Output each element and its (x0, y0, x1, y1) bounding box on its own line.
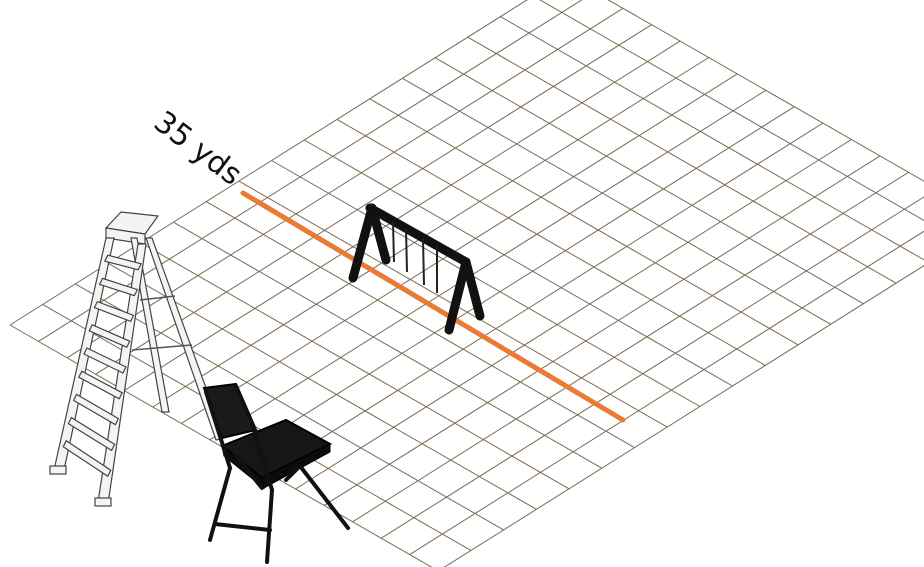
grid-line (501, 17, 924, 263)
grid-line (67, 8, 623, 358)
grid-line (181, 74, 737, 424)
grid-line (566, 0, 924, 222)
folding-chair (204, 384, 348, 562)
grid-line (533, 0, 924, 242)
measurement-line (243, 193, 623, 420)
grid-line (324, 156, 880, 506)
grid-line (210, 90, 766, 440)
grid-line (267, 123, 823, 473)
measurement-label: 35 yds (147, 104, 248, 192)
grid-line (353, 172, 909, 522)
grid-line (153, 58, 709, 408)
grid-line (296, 140, 852, 490)
ladder-step (68, 418, 114, 451)
grid-line (410, 205, 924, 554)
grid-line (238, 107, 794, 457)
grid-line (10, 0, 566, 325)
grid-line (438, 222, 924, 567)
ladder-step (74, 394, 119, 424)
grid-line (124, 41, 680, 391)
grid-line (381, 189, 924, 539)
